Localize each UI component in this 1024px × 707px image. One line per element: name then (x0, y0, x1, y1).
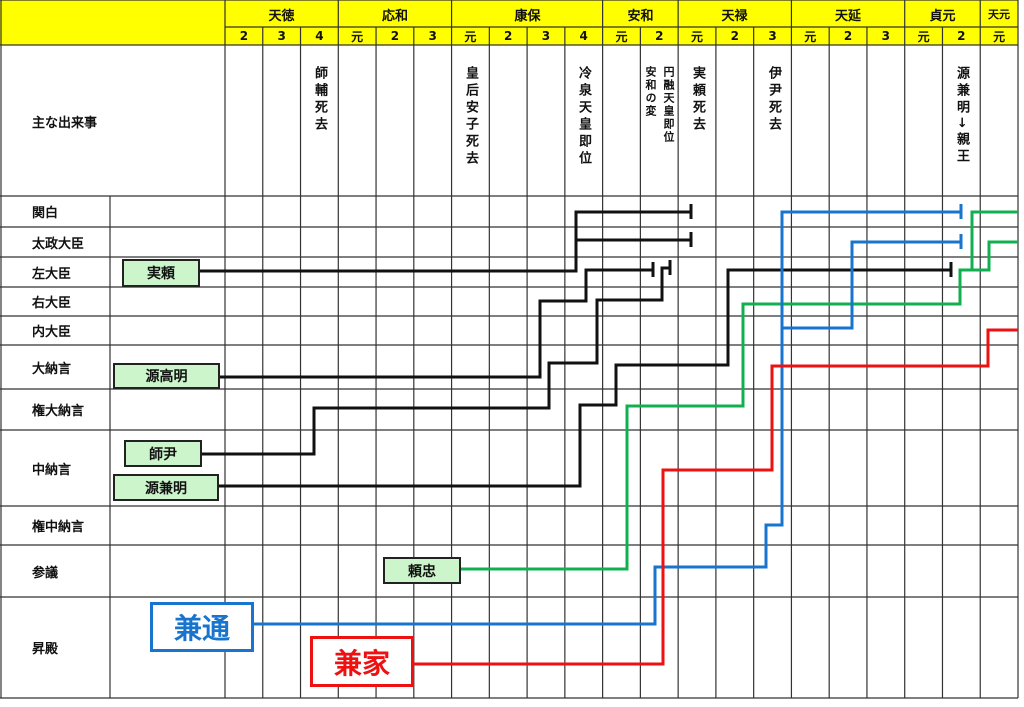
rank-label: 権中納言 (32, 520, 85, 535)
year-header: 3 (881, 29, 890, 43)
era-header: 康保 (514, 8, 541, 24)
person-box-yoritada: 頼忠 (383, 557, 461, 584)
year-header: 元 (917, 29, 930, 44)
era-header: 安和 (627, 8, 654, 24)
person-box-kaneakira: 源兼明 (113, 474, 219, 501)
rank-label: 内大臣 (32, 325, 72, 340)
year-header: 3 (277, 29, 286, 43)
kanemichi-branch (782, 240, 961, 330)
era-header: 天禄 (721, 8, 748, 24)
year-header: 元 (804, 29, 817, 44)
era-header: 天延 (834, 8, 861, 24)
event: 実頼死去 (690, 66, 705, 134)
year-header: 4 (315, 29, 324, 43)
year-header: 3 (428, 29, 437, 43)
event: 師輔死去 (312, 66, 327, 134)
morotada-line (202, 266, 670, 456)
era-header: 応和 (381, 8, 408, 24)
year-header: 元 (691, 29, 704, 44)
year-header: 2 (843, 29, 853, 43)
year-header: 2 (504, 29, 513, 43)
rank-label: 参議 (32, 565, 59, 581)
yoritada-branch (972, 240, 1018, 272)
rank-label: 大納言 (32, 361, 72, 377)
person-box-saneyori: 実頼 (122, 259, 200, 287)
person-box-kanemichi: 兼通 (150, 602, 254, 652)
rank-label: 右大臣 (32, 296, 72, 311)
year-header: 2 (239, 29, 249, 43)
rank-label: 昇殿 (32, 642, 59, 657)
era-header: 貞元 (929, 8, 956, 24)
year-header: 3 (541, 29, 551, 43)
era-header: 天徳 (268, 8, 295, 24)
yoritada-line (461, 210, 1018, 571)
rank-label: 権大納言 (32, 404, 85, 419)
person-box-morotada: 師尹 (124, 440, 202, 467)
rank-label: 中納言 (32, 462, 72, 478)
event: 皇后安子死去 (463, 66, 478, 168)
event: 安和の変 (644, 66, 657, 118)
era-header: 天元 (988, 8, 1010, 21)
year-header: 元 (464, 29, 477, 44)
year-header: 3 (768, 29, 777, 43)
header-background (0, 0, 1018, 45)
event: 源兼明→親王 (954, 66, 969, 166)
event: 伊尹死去 (766, 66, 781, 134)
year-header: 4 (579, 29, 588, 43)
year-header: 2 (390, 29, 400, 43)
person-box-kaneie: 兼家 (310, 636, 414, 687)
year-header: 元 (993, 29, 1006, 44)
kaneakira-line (219, 268, 951, 488)
rank-label: 左大臣 (32, 266, 72, 282)
rank-label: 太政大臣 (32, 236, 85, 252)
kaneie-line (414, 328, 1018, 666)
event: 冷泉天皇即位 (576, 66, 591, 168)
rank-label: 関白 (32, 206, 59, 221)
events-label: 主な出来事 (32, 115, 98, 131)
year-header: 元 (615, 29, 628, 44)
year-header: 元 (351, 29, 364, 44)
year-header: 2 (957, 29, 966, 43)
year-header: 2 (655, 29, 664, 43)
event: 円融天皇即位 (662, 66, 675, 144)
person-box-takaakira: 源高明 (113, 363, 220, 389)
year-header: 2 (730, 29, 739, 43)
takaakira-line (220, 268, 653, 379)
kanemichi-line (254, 210, 961, 626)
